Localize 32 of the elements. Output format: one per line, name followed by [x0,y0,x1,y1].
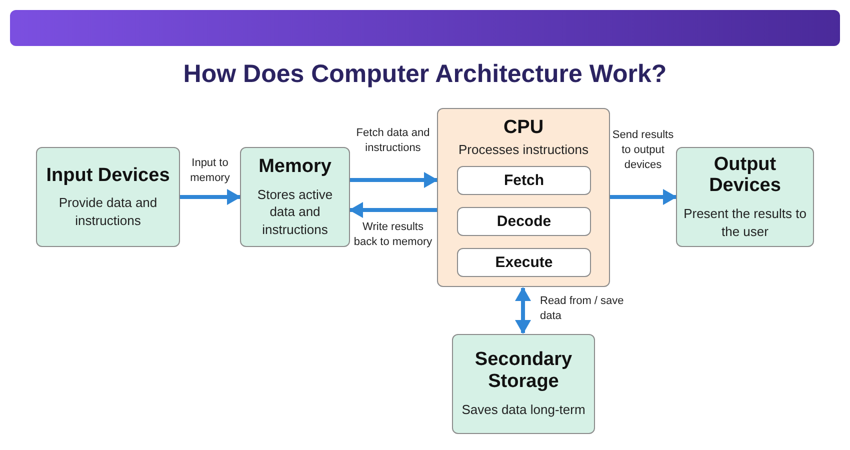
arrow [515,287,531,334]
process-box [240,147,350,247]
process-box [36,147,180,247]
box-heading: Execute [495,254,553,272]
step-box [457,207,591,236]
arrow [350,172,438,188]
cpu-box [437,108,610,287]
arrow [349,202,437,218]
edge-label: Send results to output devices [612,128,674,173]
box-heading: Decode [496,212,552,230]
box-heading: Input Devices [46,164,170,186]
edge-label: Input to memory [189,156,231,186]
box-heading: Secondary Storage [474,349,574,394]
box-description: Stores active data and instructions [256,186,334,238]
box-description: Saves data long-term [462,401,586,419]
box-heading: CPU [503,117,544,139]
process-box [452,334,595,434]
edge-label: Read from / save data [540,294,625,324]
box-heading: Output Devices [708,154,782,198]
box-heading: Fetch [504,172,544,190]
box-heading: Memory [258,156,332,178]
edge-label: Write results back to memory [352,220,434,250]
edge-label: Fetch data and instructions [355,126,431,156]
step-box [457,248,591,277]
arrow [610,189,677,205]
diagram-title: How Does Computer Architecture Work? [182,60,668,89]
process-box [676,147,814,247]
box-description: Present the results to the user [683,205,807,240]
box-description: Processes instructions [458,140,589,158]
arrow [180,189,241,205]
box-description: Provide data and instructions [58,194,158,230]
step-box [457,166,591,195]
